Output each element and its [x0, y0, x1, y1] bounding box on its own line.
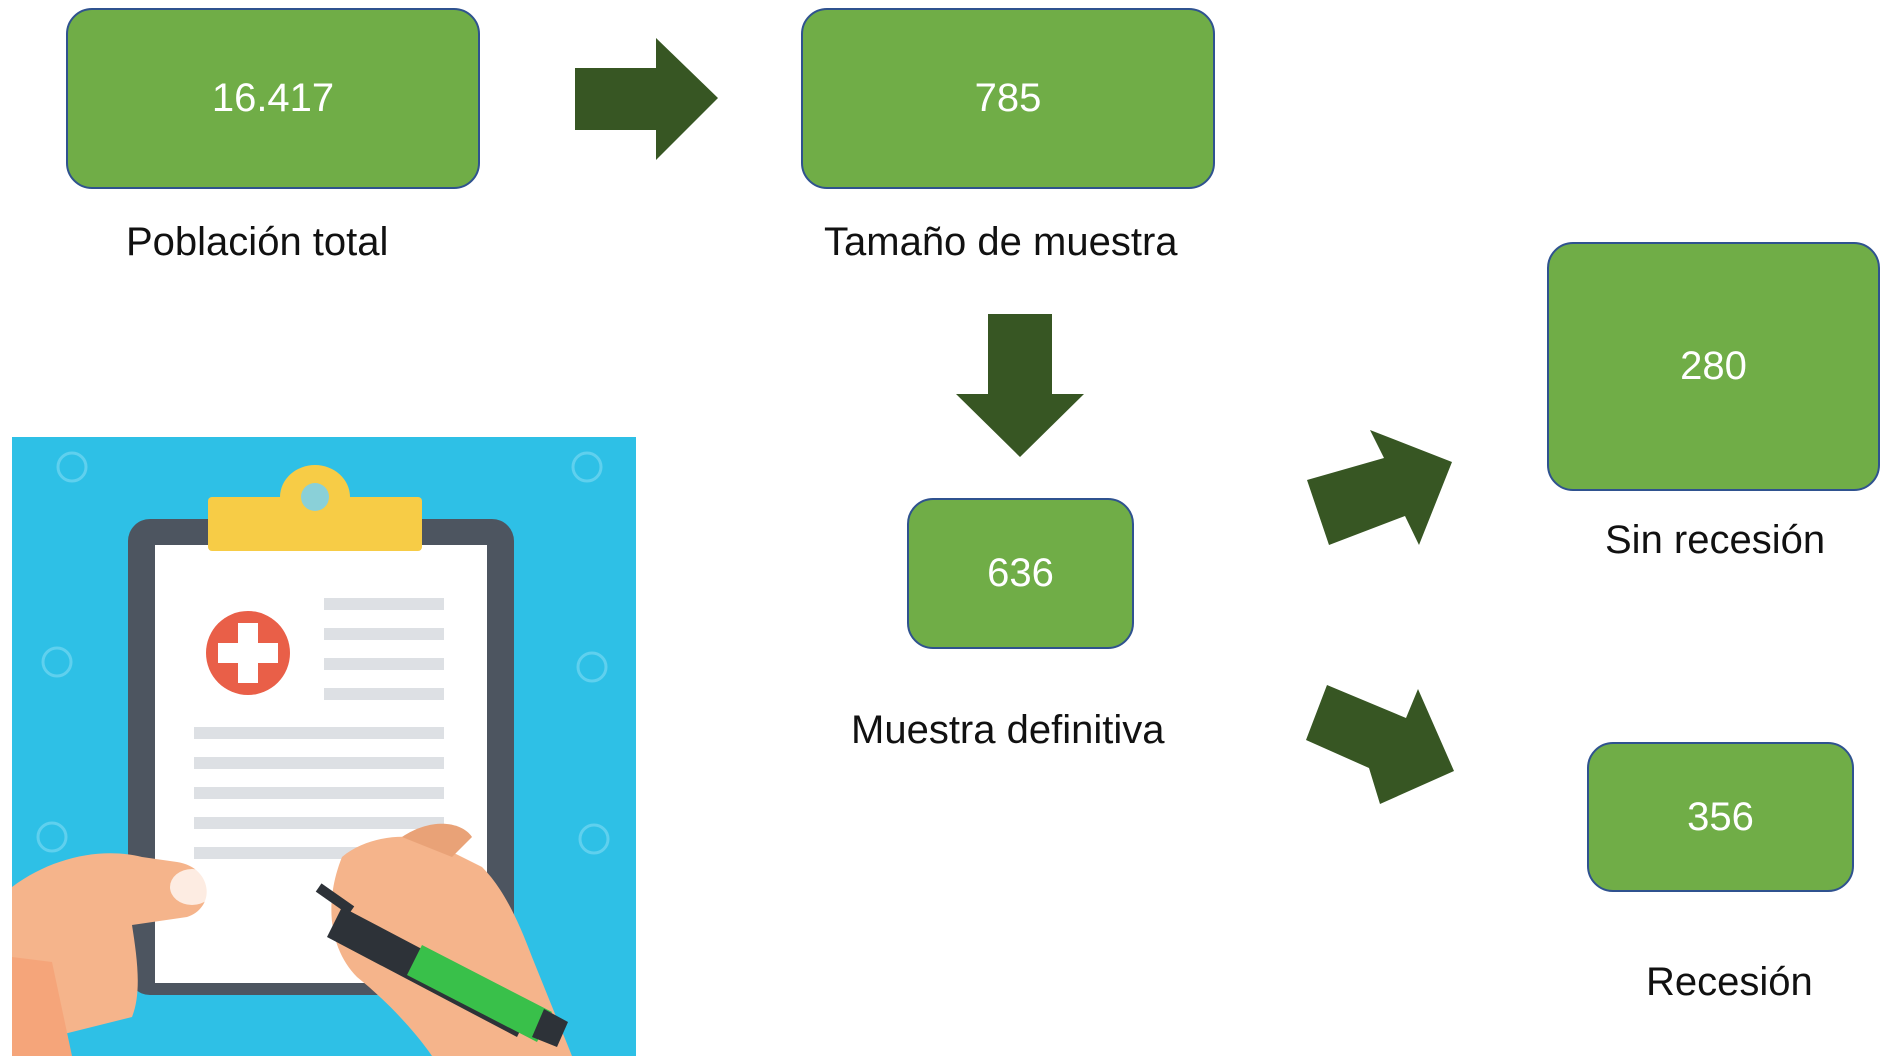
- pen-grip: [407, 945, 552, 1042]
- arrow-right-icon: [575, 38, 718, 160]
- node-poblacion-value: 16.417: [211, 76, 335, 120]
- label-sin-recesion: Sin recesión: [1605, 518, 1826, 562]
- document-lines: [194, 598, 444, 859]
- watermark-icon: [36, 451, 610, 855]
- label-poblacion-total: Población total: [126, 220, 389, 264]
- label-tamano-muestra: Tamaño de muestra: [824, 220, 1178, 264]
- clipboard-clip: [208, 497, 422, 551]
- node-sin-recesion: 280: [1547, 242, 1880, 491]
- medical-clipboard-illustration: [12, 437, 636, 1056]
- left-hand: [12, 853, 214, 1056]
- node-sin-recesion-value: 280: [1680, 344, 1747, 388]
- label-recesion: Recesión: [1646, 960, 1813, 1004]
- clipboard-clip-hole: [301, 483, 329, 511]
- node-tamano-muestra: 785: [801, 8, 1215, 189]
- right-hand-with-pen: [315, 823, 572, 1056]
- arrow-diagonal-down-icon: [1306, 685, 1454, 804]
- node-recesion-value: 356: [1687, 794, 1754, 839]
- node-poblacion-total: 16.417: [66, 8, 480, 189]
- medical-cross-horizontal: [218, 643, 278, 663]
- arrow-diagonal-up-icon: [1307, 430, 1452, 545]
- node-tamano-value: 785: [974, 76, 1042, 120]
- pen-cap: [532, 1009, 568, 1047]
- label-muestra-definitiva: Muestra definitiva: [851, 708, 1165, 752]
- arrow-down-icon: [956, 314, 1084, 457]
- clipboard-clip-top: [280, 465, 350, 497]
- node-recesion: 356: [1587, 742, 1854, 892]
- node-muestra-definitiva: 636: [907, 498, 1134, 649]
- node-definitiva-value: 636: [987, 551, 1054, 595]
